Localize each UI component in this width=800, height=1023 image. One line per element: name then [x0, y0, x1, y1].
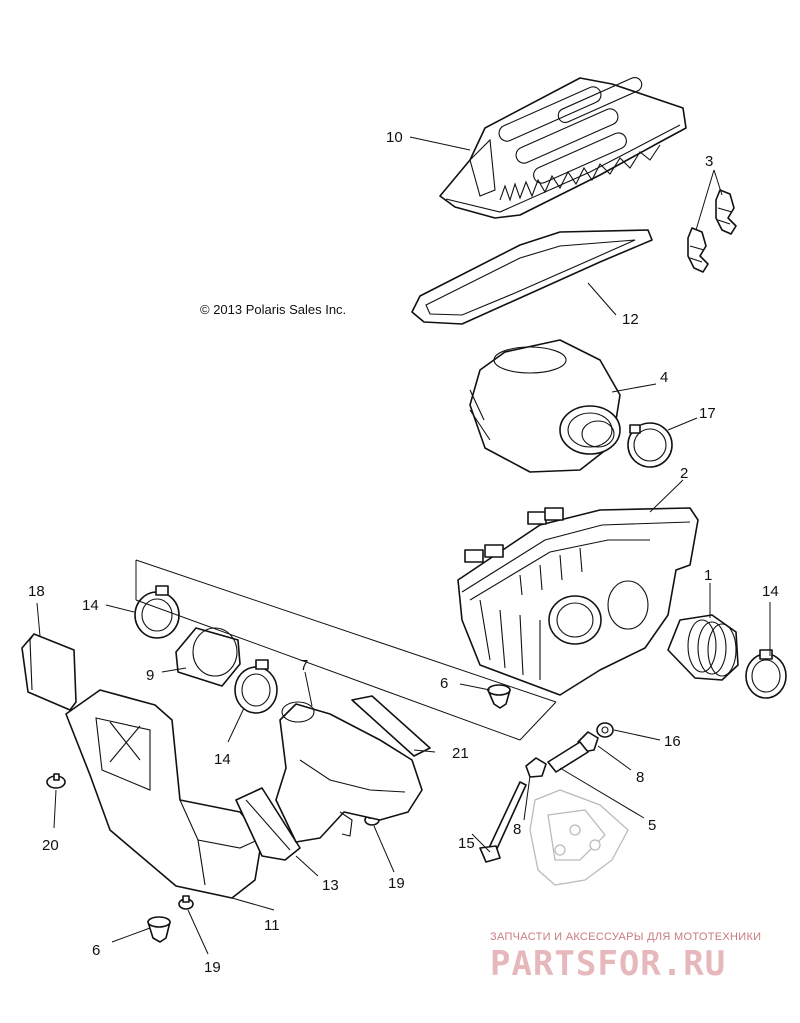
callout-5: 5: [648, 817, 656, 834]
part-13-duct-adapter[interactable]: [235, 787, 301, 861]
callout-3: 3: [705, 153, 713, 170]
callout-2: 2: [680, 465, 688, 482]
callout-11: 11: [264, 917, 280, 934]
callout-14-right: 14: [762, 583, 779, 600]
callout-20: 20: [42, 837, 59, 854]
callout-8-upper: 8: [636, 769, 644, 786]
callout-21: 21: [452, 745, 469, 762]
part-18-foam-pad[interactable]: [21, 633, 77, 711]
part-7-intake-tube[interactable]: [275, 701, 423, 843]
part-12-gasket[interactable]: [411, 229, 653, 325]
part-10-airbox-cover[interactable]: [439, 75, 687, 219]
callout-6-upper: 6: [440, 675, 448, 692]
callout-7: 7: [300, 657, 308, 674]
part-19-bolt-lower[interactable]: [178, 895, 194, 910]
part-14-clamp-left-lower[interactable]: [234, 659, 278, 714]
part-5-spacer[interactable]: [547, 741, 589, 773]
callout-16: 16: [664, 733, 681, 750]
part-6-grommet-lower[interactable]: [147, 916, 171, 943]
part-3-clips[interactable]: [687, 189, 737, 273]
part-8-bushing-lower[interactable]: [525, 757, 547, 778]
callout-14-left-lower: 14: [214, 751, 231, 768]
callout-12: 12: [622, 311, 639, 328]
part-6-grommet-upper[interactable]: [487, 684, 511, 709]
callout-4: 4: [660, 369, 668, 386]
part-11-inlet-duct[interactable]: [65, 689, 263, 899]
watermark: ЗАПЧАСТИ И АКСЕССУАРЫ ДЛЯ МОТОТЕХНИКИ PA…: [490, 931, 761, 984]
part-4-air-filter[interactable]: [469, 339, 621, 473]
part-17-clamp[interactable]: [627, 422, 673, 468]
watermark-tagline: ЗАПЧАСТИ И АКСЕССУАРЫ ДЛЯ МОТОТЕХНИКИ: [490, 931, 761, 943]
part-9-coupler[interactable]: [175, 627, 241, 687]
callout-15: 15: [458, 835, 475, 852]
callout-19-upper: 19: [388, 875, 405, 892]
callout-18: 18: [28, 583, 45, 600]
part-16-bolt[interactable]: [596, 722, 614, 738]
copyright-text: © 2013 Polaris Sales Inc.: [200, 302, 346, 317]
callout-13: 13: [322, 877, 339, 894]
callout-1: 1: [704, 567, 712, 584]
part-14-clamp-right[interactable]: [745, 649, 787, 699]
part-20-push-rivet[interactable]: [46, 773, 66, 789]
callout-10: 10: [386, 129, 403, 146]
part-21-strap[interactable]: [351, 695, 431, 757]
leader-lines: [36, 136, 771, 955]
part-14-clamp-left-upper[interactable]: [134, 585, 180, 639]
callout-17: 17: [699, 405, 716, 422]
callout-8-lower: 8: [513, 821, 521, 838]
part-15-bolt[interactable]: [479, 781, 527, 863]
callout-9: 9: [146, 667, 154, 684]
callout-numbers: 10 3 12 4 17 2 1 14 6 16 8 5 8 15 18 14 …: [28, 129, 779, 976]
watermark-brand: PARTSFOR.RU: [490, 944, 726, 984]
part-1-intake-boot[interactable]: [667, 614, 739, 681]
callout-6-lower: 6: [92, 942, 100, 959]
part-2-airbox-base[interactable]: [457, 507, 699, 696]
callout-19-lower: 19: [204, 959, 221, 976]
ghost-bracket: [529, 789, 629, 886]
callout-14-left-upper: 14: [82, 597, 99, 614]
